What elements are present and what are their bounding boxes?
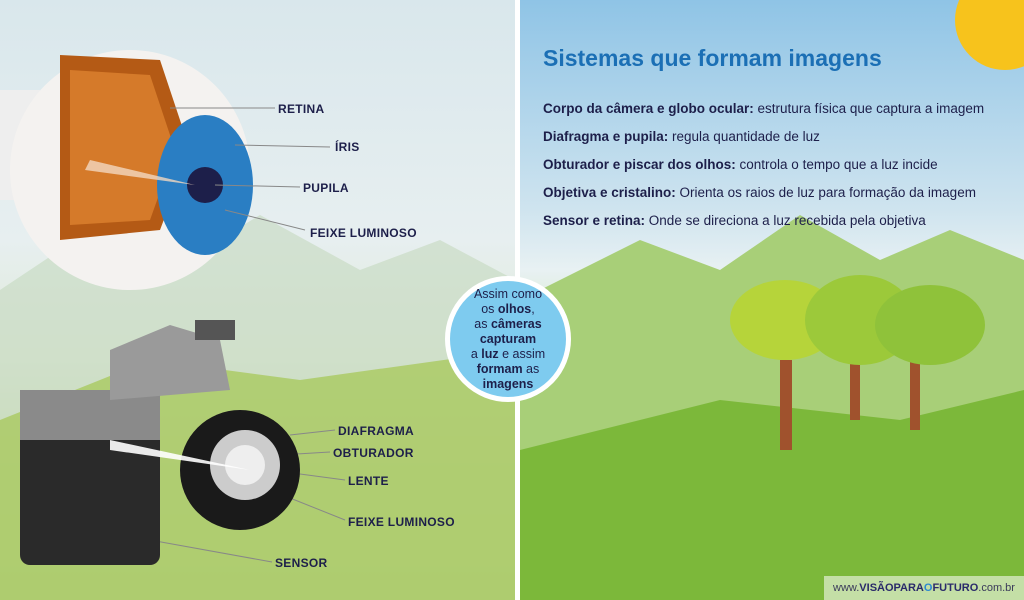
- list-item: Corpo da câmera e globo ocular: estrutur…: [543, 101, 985, 116]
- pupil-label: PUPILA: [303, 181, 349, 195]
- diaphragm-label: DIAFRAGMA: [338, 424, 415, 438]
- retina-label: RETINA: [278, 102, 325, 116]
- eye-camera-panel: RETINA ÍRIS PUPILA FEIXE LUMINOSO DIAFRA…: [0, 0, 515, 600]
- eyeball-icon: [0, 50, 253, 290]
- list-item: Objetiva e cristalino: Orienta os raios …: [543, 185, 976, 200]
- list-item: Sensor e retina: Onde se direciona a luz…: [543, 213, 926, 228]
- sensor-label: SENSOR: [275, 556, 328, 570]
- camera-icon: [20, 320, 300, 565]
- list-item: Obturador e piscar dos olhos: controla o…: [543, 157, 938, 172]
- eye-camera-illustration: [0, 50, 515, 600]
- light-beam-label: FEIXE LUMINOSO: [310, 226, 417, 240]
- lens-label: LENTE: [348, 474, 389, 488]
- list-item: Diafragma e pupila: regula quantidade de…: [543, 129, 820, 144]
- shutter-label: OBTURADOR: [333, 446, 414, 460]
- trees-icon: [730, 275, 985, 450]
- iris-label: ÍRIS: [335, 140, 360, 154]
- systems-panel: Sistemas que formam imagens Corpo da câm…: [520, 0, 1024, 600]
- landscape-illustration: [520, 0, 1024, 600]
- page-title: Sistemas que formam imagens: [543, 45, 882, 71]
- sun-icon: [955, 0, 1024, 70]
- camera-light-beam-label: FEIXE LUMINOSO: [348, 515, 455, 529]
